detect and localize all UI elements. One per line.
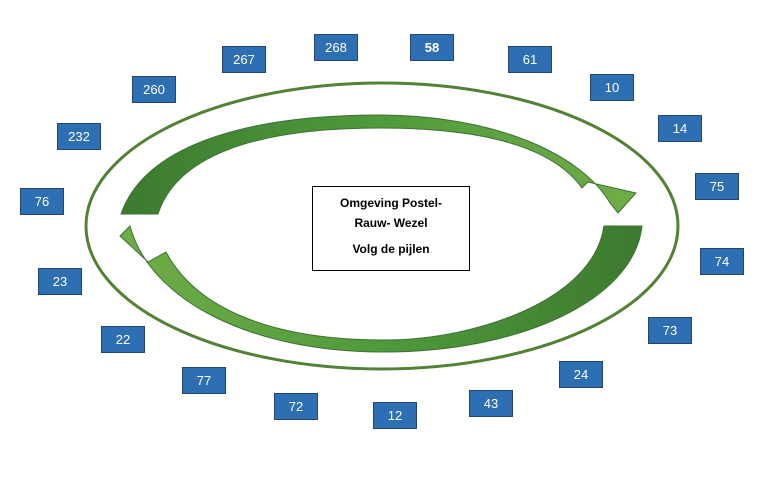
center-label-box: Omgeving Postel-Rauw- Wezel Volg de pijl…	[312, 186, 470, 271]
route-node: 73	[648, 317, 692, 344]
route-node: 12	[373, 402, 417, 429]
route-node: 77	[182, 367, 226, 394]
top-arrow	[120, 114, 637, 215]
route-node: 14	[658, 115, 702, 142]
route-node: 76	[20, 188, 64, 215]
route-node: 72	[274, 393, 318, 420]
route-node: 260	[132, 76, 176, 103]
center-title: Omgeving Postel-Rauw- Wezel	[339, 196, 443, 230]
route-node: 10	[590, 74, 634, 101]
route-node: 24	[559, 361, 603, 388]
route-node: 267	[222, 46, 266, 73]
route-node: 22	[101, 326, 145, 353]
route-node: 268	[314, 34, 358, 61]
route-node: 43	[469, 390, 513, 417]
bottom-arrow	[119, 225, 643, 353]
route-node: 61	[508, 46, 552, 73]
route-node: 75	[695, 173, 739, 200]
route-node: 58	[410, 34, 454, 61]
route-node: 23	[38, 268, 82, 295]
route-ellipse	[84, 81, 680, 371]
route-node: 232	[57, 123, 101, 150]
route-node: 74	[700, 248, 744, 275]
center-subtitle: Volg de pijlen	[352, 242, 430, 256]
